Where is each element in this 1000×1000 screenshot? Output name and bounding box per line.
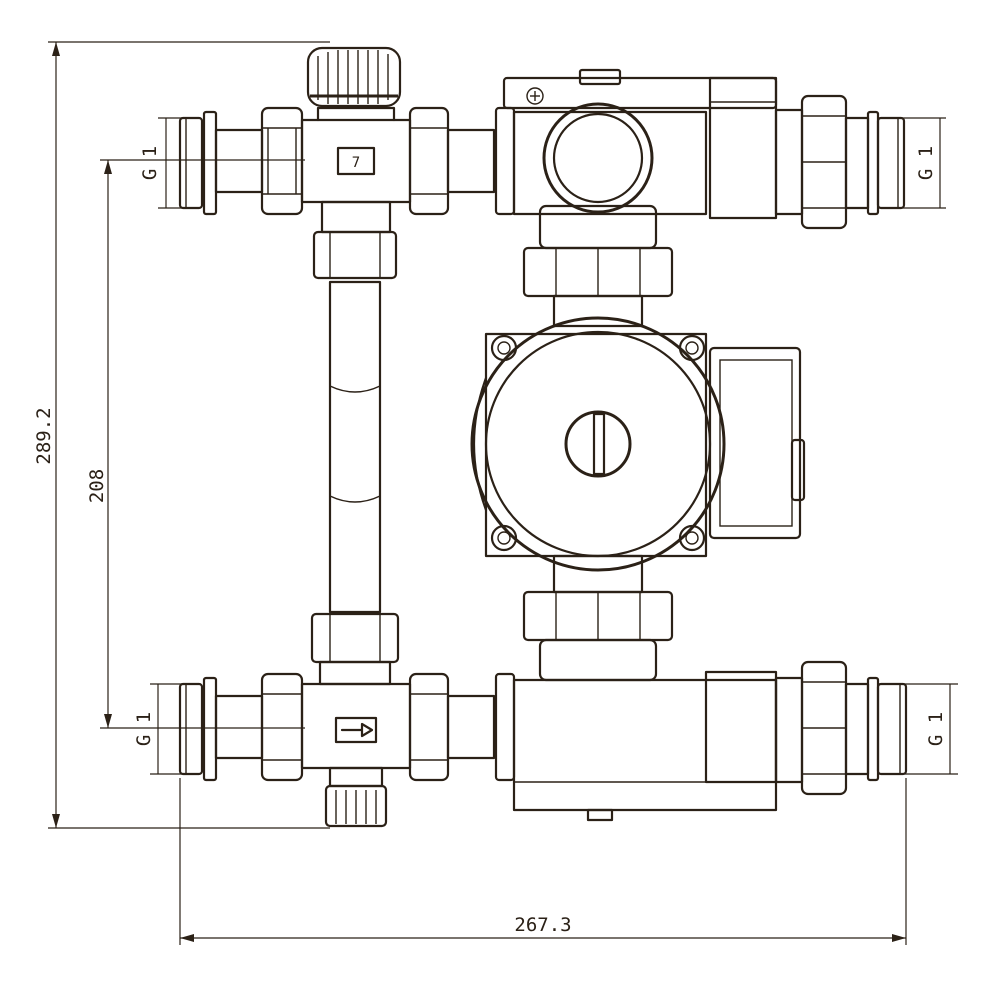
dimension-lines bbox=[48, 41, 958, 945]
valve-marking: 7 bbox=[352, 155, 360, 171]
return-pipe-bottom-right bbox=[494, 554, 908, 822]
mixing-valve-bottom bbox=[178, 612, 496, 828]
bypass-tube bbox=[328, 280, 382, 614]
thread-bottom-right: G 1 bbox=[925, 712, 947, 746]
thread-top-right: G 1 bbox=[915, 146, 937, 180]
flow-pipe-top-right bbox=[494, 68, 906, 328]
dim-pipe-centers: 208 bbox=[86, 469, 108, 503]
mixing-valve-top: 7 bbox=[178, 46, 496, 280]
thread-top-left: G 1 bbox=[139, 146, 161, 180]
dim-overall-width: 267.3 bbox=[514, 914, 571, 936]
circulation-pump bbox=[470, 316, 806, 572]
thread-bottom-left: G 1 bbox=[133, 712, 155, 746]
dim-overall-height: 289.2 bbox=[33, 407, 55, 464]
